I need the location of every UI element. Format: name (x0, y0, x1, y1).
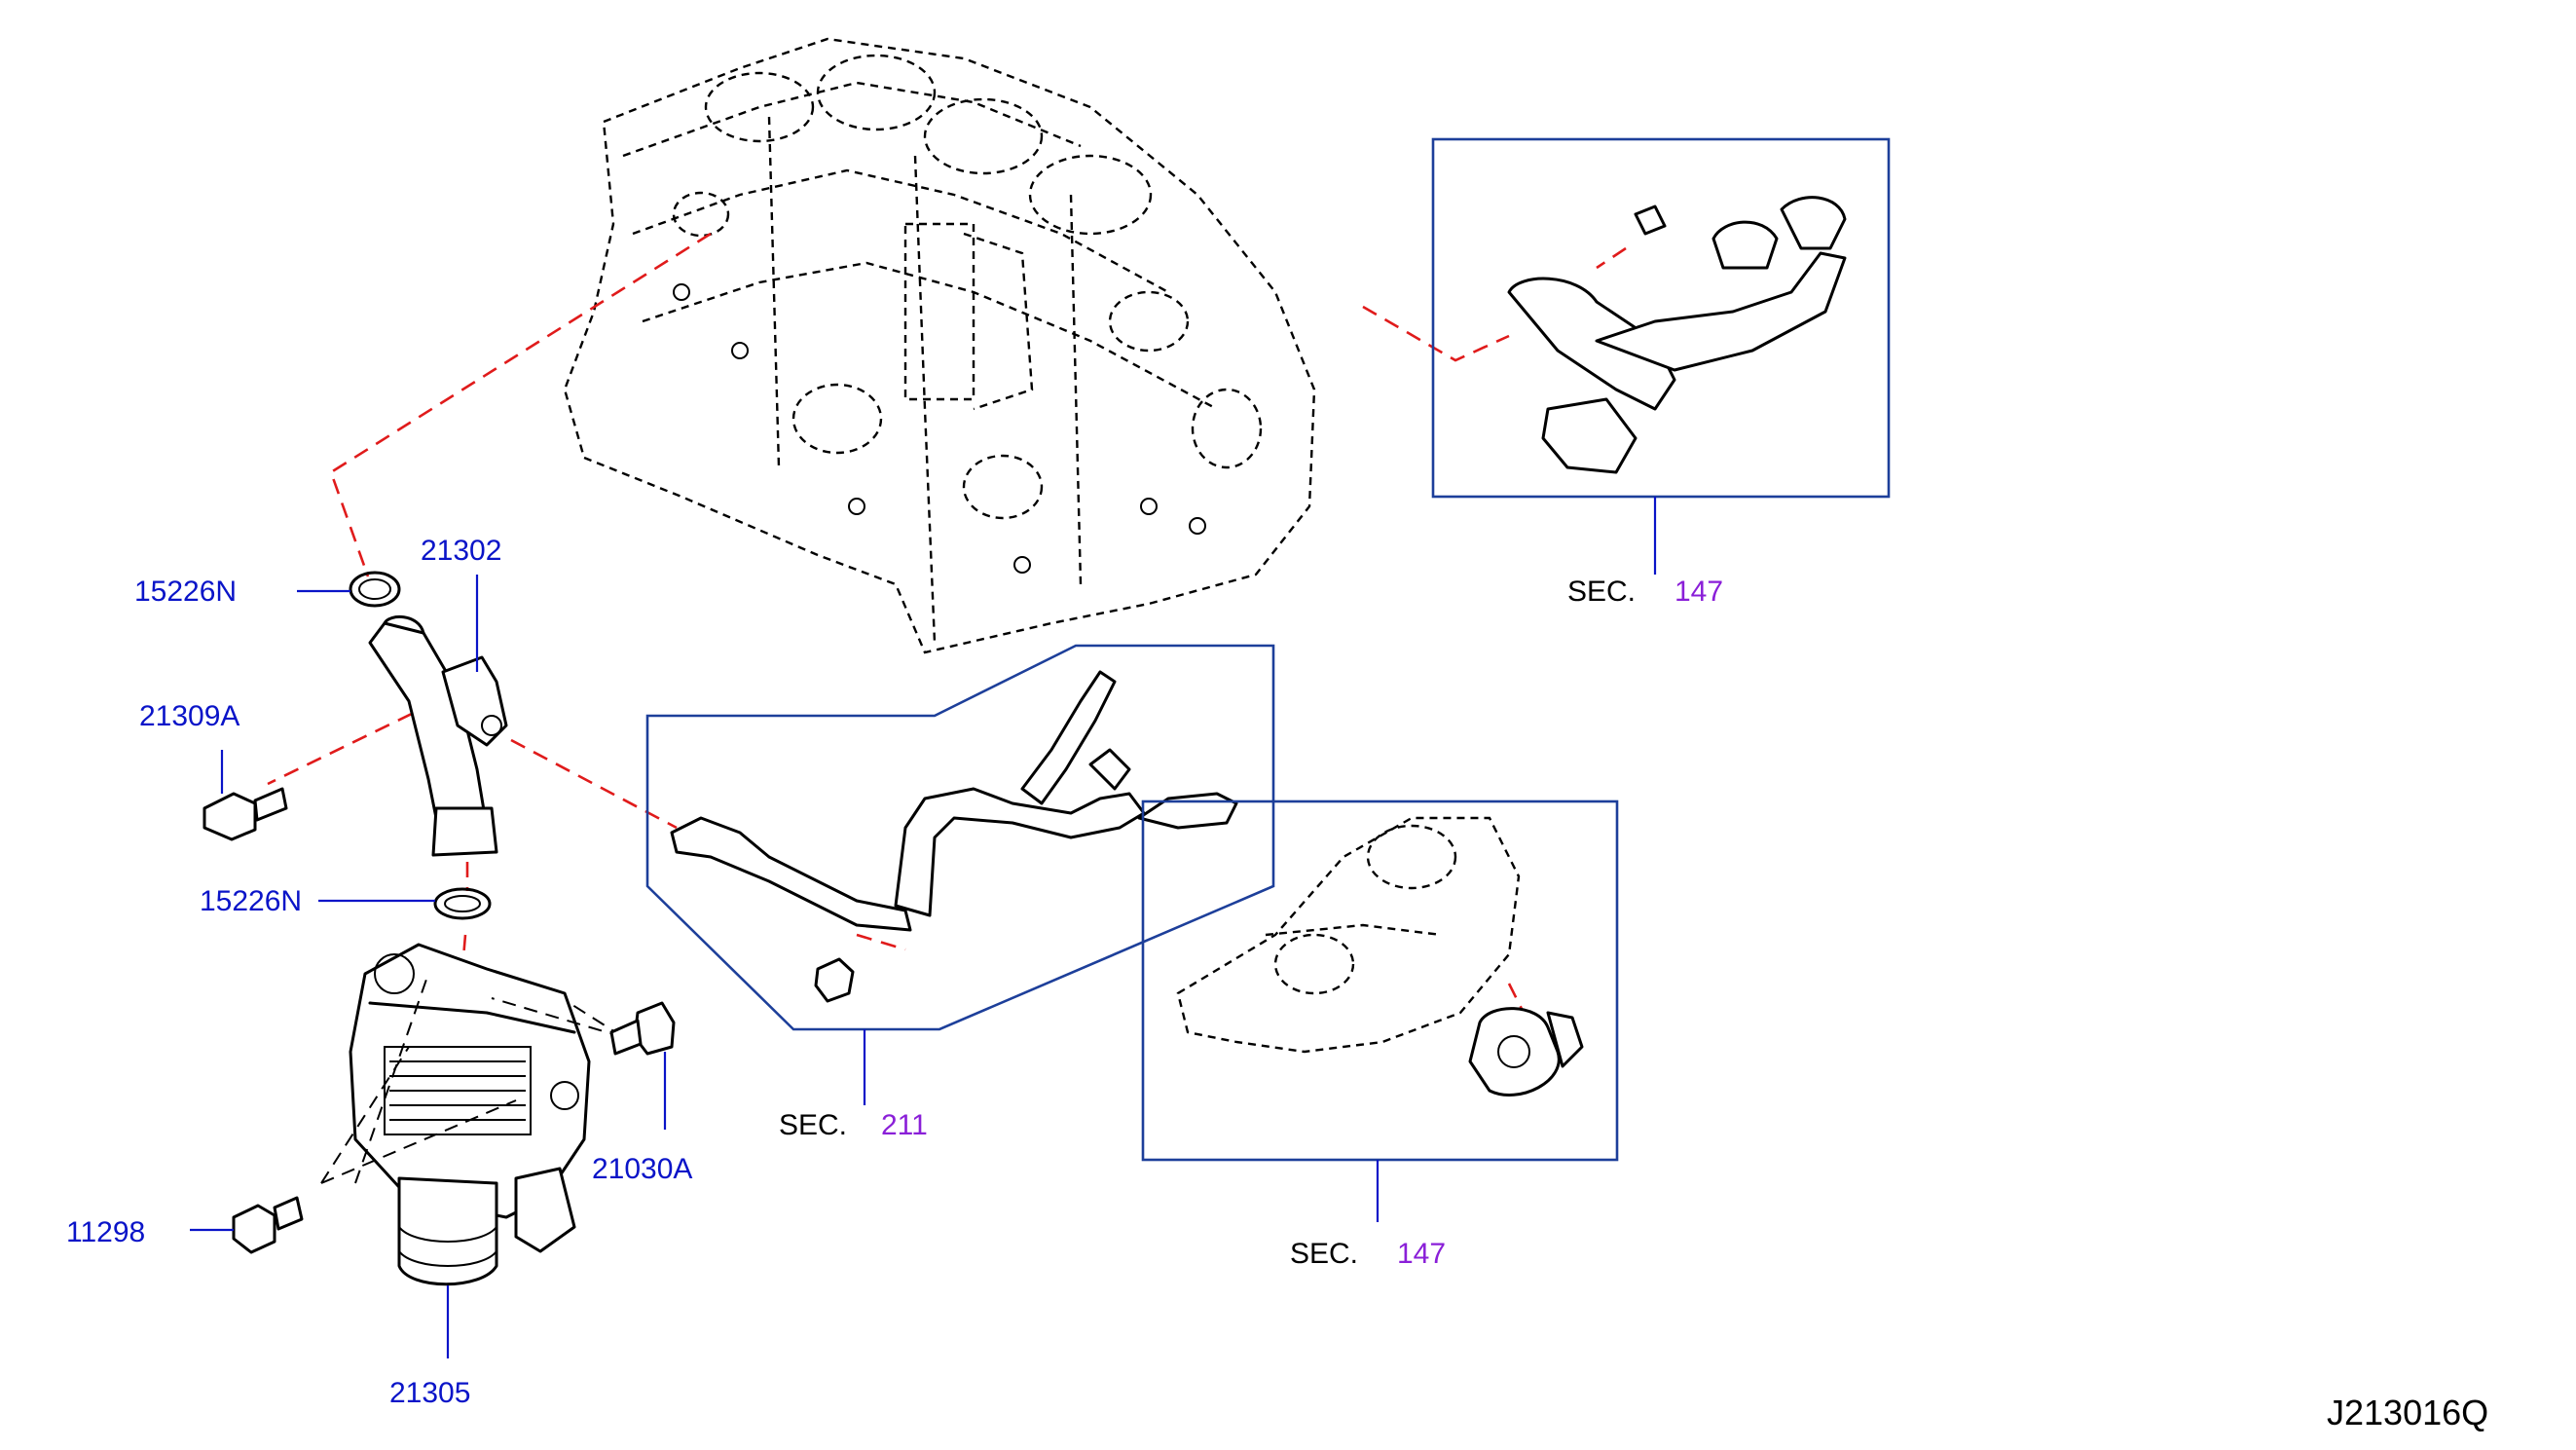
sec-label-top-prefix: SEC. (1567, 576, 1636, 608)
bolt-21309A (202, 787, 288, 841)
o-ring-bottom (433, 887, 492, 920)
connection-lines (267, 232, 1627, 1014)
sec-label-mid-prefix: SEC. (779, 1109, 847, 1141)
bolt-21030A (609, 1001, 676, 1056)
drawing-code: J213016Q (2327, 1393, 2488, 1432)
sec-label-top-number: 147 (1674, 576, 1723, 608)
water-tube-21302 (368, 614, 508, 857)
section-box-147-top (1431, 137, 1891, 499)
label-21305: 21305 (389, 1377, 470, 1409)
label-21309A: 21309A (139, 700, 239, 732)
label-21302: 21302 (421, 535, 501, 567)
label-15226N-top: 15226N (134, 576, 237, 608)
section-box-147-bottom (1141, 799, 1619, 1162)
sec-label-mid-number: 211 (881, 1109, 928, 1141)
o-ring-top (349, 571, 401, 608)
bolt-11298 (232, 1196, 304, 1254)
engine-block-illustration (563, 37, 1316, 654)
sec-label-bottom-number: 147 (1397, 1238, 1446, 1270)
oil-cooler-21305 (349, 943, 591, 1286)
label-11298: 11298 (66, 1216, 145, 1248)
part-leaders (190, 575, 667, 1358)
section-box-211 (645, 644, 1275, 1031)
label-15226N-bottom: 15226N (200, 885, 302, 917)
label-21030A: 21030A (592, 1153, 692, 1185)
sec-label-bottom-prefix: SEC. (1290, 1238, 1358, 1270)
